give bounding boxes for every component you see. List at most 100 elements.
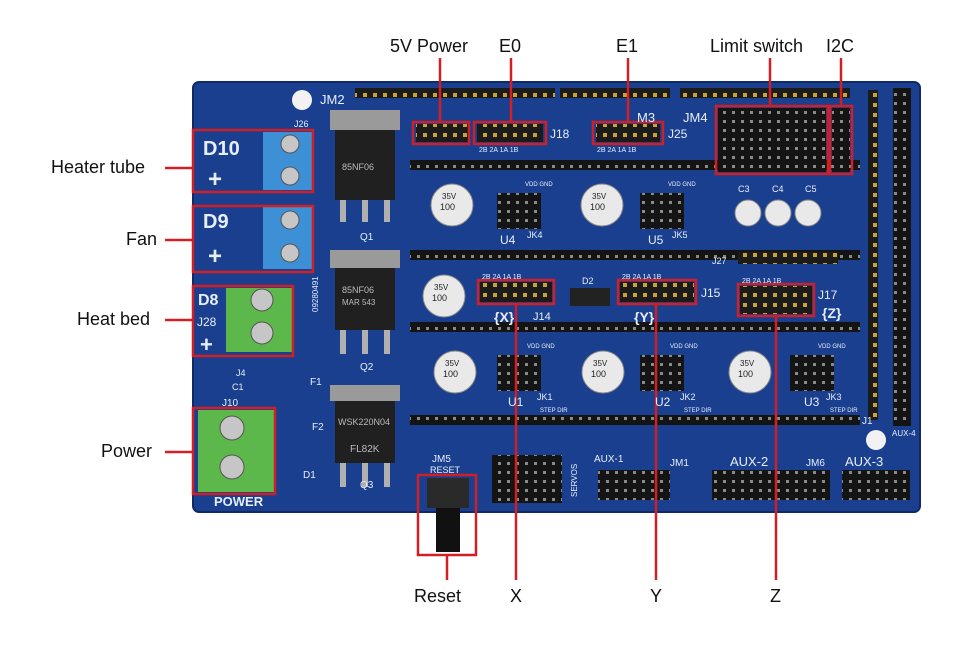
silk-pins-z: 2B 2A 1A 1B xyxy=(742,278,782,285)
reset-button-part xyxy=(427,478,469,552)
silk-step-dir-1: STEP DIR xyxy=(540,408,568,414)
e0-connector xyxy=(477,124,543,142)
silk-pins-e1: 2B 2A 1A 1B xyxy=(597,147,637,154)
stepper-header-row-2 xyxy=(410,250,860,260)
aux4-header xyxy=(893,88,911,426)
silk-mosfet-3: WSK220N04 xyxy=(338,417,390,427)
silk-pins-e0: 2B 2A 1A 1B xyxy=(479,147,519,154)
silk-axis-y: {Y} xyxy=(634,309,655,325)
silk-j10: J10 xyxy=(222,398,239,409)
jk5-jumpers xyxy=(640,193,684,229)
silk-cap-4: 100 xyxy=(443,369,458,379)
label-heater-tube: Heater tube xyxy=(51,157,146,177)
label-limit-switch: Limit switch xyxy=(710,36,804,56)
silk-cap-2: 100 xyxy=(590,202,605,212)
silk-jk5: JK5 xyxy=(672,230,688,240)
label-e0: E0 xyxy=(499,36,522,56)
capacitors xyxy=(422,183,822,394)
top-header-left xyxy=(355,88,555,98)
silk-j27: J27 xyxy=(712,256,727,266)
silk-aux4: AUX-4 xyxy=(892,429,916,438)
silk-mosfet-1: 85NF06 xyxy=(342,162,374,172)
silk-vdd-gnd-1: VDD GND xyxy=(525,182,553,188)
label-x: X xyxy=(510,586,523,606)
mounting-hole-bottom xyxy=(866,430,886,450)
silk-jm6: JM6 xyxy=(806,458,825,469)
silk-capv-1: 35V xyxy=(442,192,457,201)
silk-q1: Q1 xyxy=(360,232,374,243)
silk-j25: J25 xyxy=(668,127,688,141)
silk-j28: J28 xyxy=(197,315,217,329)
e1-connector xyxy=(596,124,660,142)
label-y: Y xyxy=(650,586,663,606)
x-connector xyxy=(480,282,552,302)
silk-u3: U3 xyxy=(804,395,820,409)
terminal-d9 xyxy=(263,207,313,269)
silkscreen: D10 + D9 + D8 J28 + POWER J10 J4 C1 F1 F… xyxy=(197,92,916,509)
silk-cap-1: 100 xyxy=(440,202,455,212)
leader-lines xyxy=(165,58,843,580)
top-header-far xyxy=(680,88,850,98)
label-5v-power: 5V Power xyxy=(390,36,469,56)
stepper-header-row-3 xyxy=(410,322,860,332)
mosfet-q1 xyxy=(330,110,400,222)
label-i2c: I2C xyxy=(826,36,855,56)
silk-cap-5: 100 xyxy=(591,369,606,379)
silk-c3: C3 xyxy=(738,184,750,194)
silk-mosfet-3-sub: FL82K xyxy=(350,444,380,455)
silk-axis-x: {X} xyxy=(494,309,515,325)
terminal-d10 xyxy=(263,132,313,190)
y-connector xyxy=(620,282,694,302)
silk-jm1: JM1 xyxy=(670,458,689,469)
silk-cap-6: 100 xyxy=(738,369,753,379)
label-fan: Fan xyxy=(126,229,158,249)
silk-capv-6: 35V xyxy=(740,359,755,368)
silk-j4: J4 xyxy=(236,368,246,378)
silk-aux1: AUX-1 xyxy=(594,454,624,465)
silk-j14: J14 xyxy=(533,311,551,323)
silk-axis-z: {Z} xyxy=(822,305,842,321)
box-limit xyxy=(714,104,830,176)
silk-d8: D8 xyxy=(198,292,219,309)
silk-jm3: M3 xyxy=(637,110,655,125)
silk-pins-x: 2B 2A 1A 1B xyxy=(482,274,522,281)
silk-q2: Q2 xyxy=(360,362,374,373)
silk-servos: SERVOS xyxy=(570,464,579,497)
silk-aux3: AUX-3 xyxy=(845,454,883,469)
silk-capv-4: 35V xyxy=(445,359,460,368)
jk3-jumpers xyxy=(790,355,834,391)
silk-c5: C5 xyxy=(805,184,817,194)
aux1-header xyxy=(598,470,670,500)
mosfet-q2 xyxy=(330,250,400,354)
silk-j18: J18 xyxy=(550,127,570,141)
silk-vdd-gnd-4: VDD GND xyxy=(670,344,698,350)
silk-vdd-gnd-3: VDD GND xyxy=(527,344,555,350)
silk-capv-3: 35V xyxy=(434,283,449,292)
silk-aux2: AUX-2 xyxy=(730,454,768,469)
servos-header xyxy=(492,455,562,503)
silk-u2: U2 xyxy=(655,395,671,409)
z-connector xyxy=(740,286,812,314)
silk-d1: D1 xyxy=(303,470,316,481)
silk-jk1: JK1 xyxy=(537,392,553,402)
box-heater-tube xyxy=(191,128,315,194)
silk-f2: F2 xyxy=(312,422,324,433)
five-v-connector xyxy=(416,124,468,142)
silk-capv-5: 35V xyxy=(593,359,608,368)
silk-j17: J17 xyxy=(818,288,838,302)
top-header-right xyxy=(560,88,670,98)
silk-jk4: JK4 xyxy=(527,230,543,240)
silk-pins-y: 2B 2A 1A 1B xyxy=(622,274,662,281)
silk-mosfet-2: 85NF06 xyxy=(342,285,374,295)
silk-c1: C1 xyxy=(232,382,244,392)
silk-d10: D10 xyxy=(203,138,240,160)
silk-jm2: JM2 xyxy=(320,92,345,107)
silk-d9: D9 xyxy=(203,211,229,233)
silk-u5: U5 xyxy=(648,233,664,247)
silk-jm5-reset: RESET xyxy=(430,465,461,475)
d2-diode xyxy=(570,288,610,306)
aux2-header xyxy=(712,470,830,500)
silk-jk3: JK3 xyxy=(826,392,842,402)
